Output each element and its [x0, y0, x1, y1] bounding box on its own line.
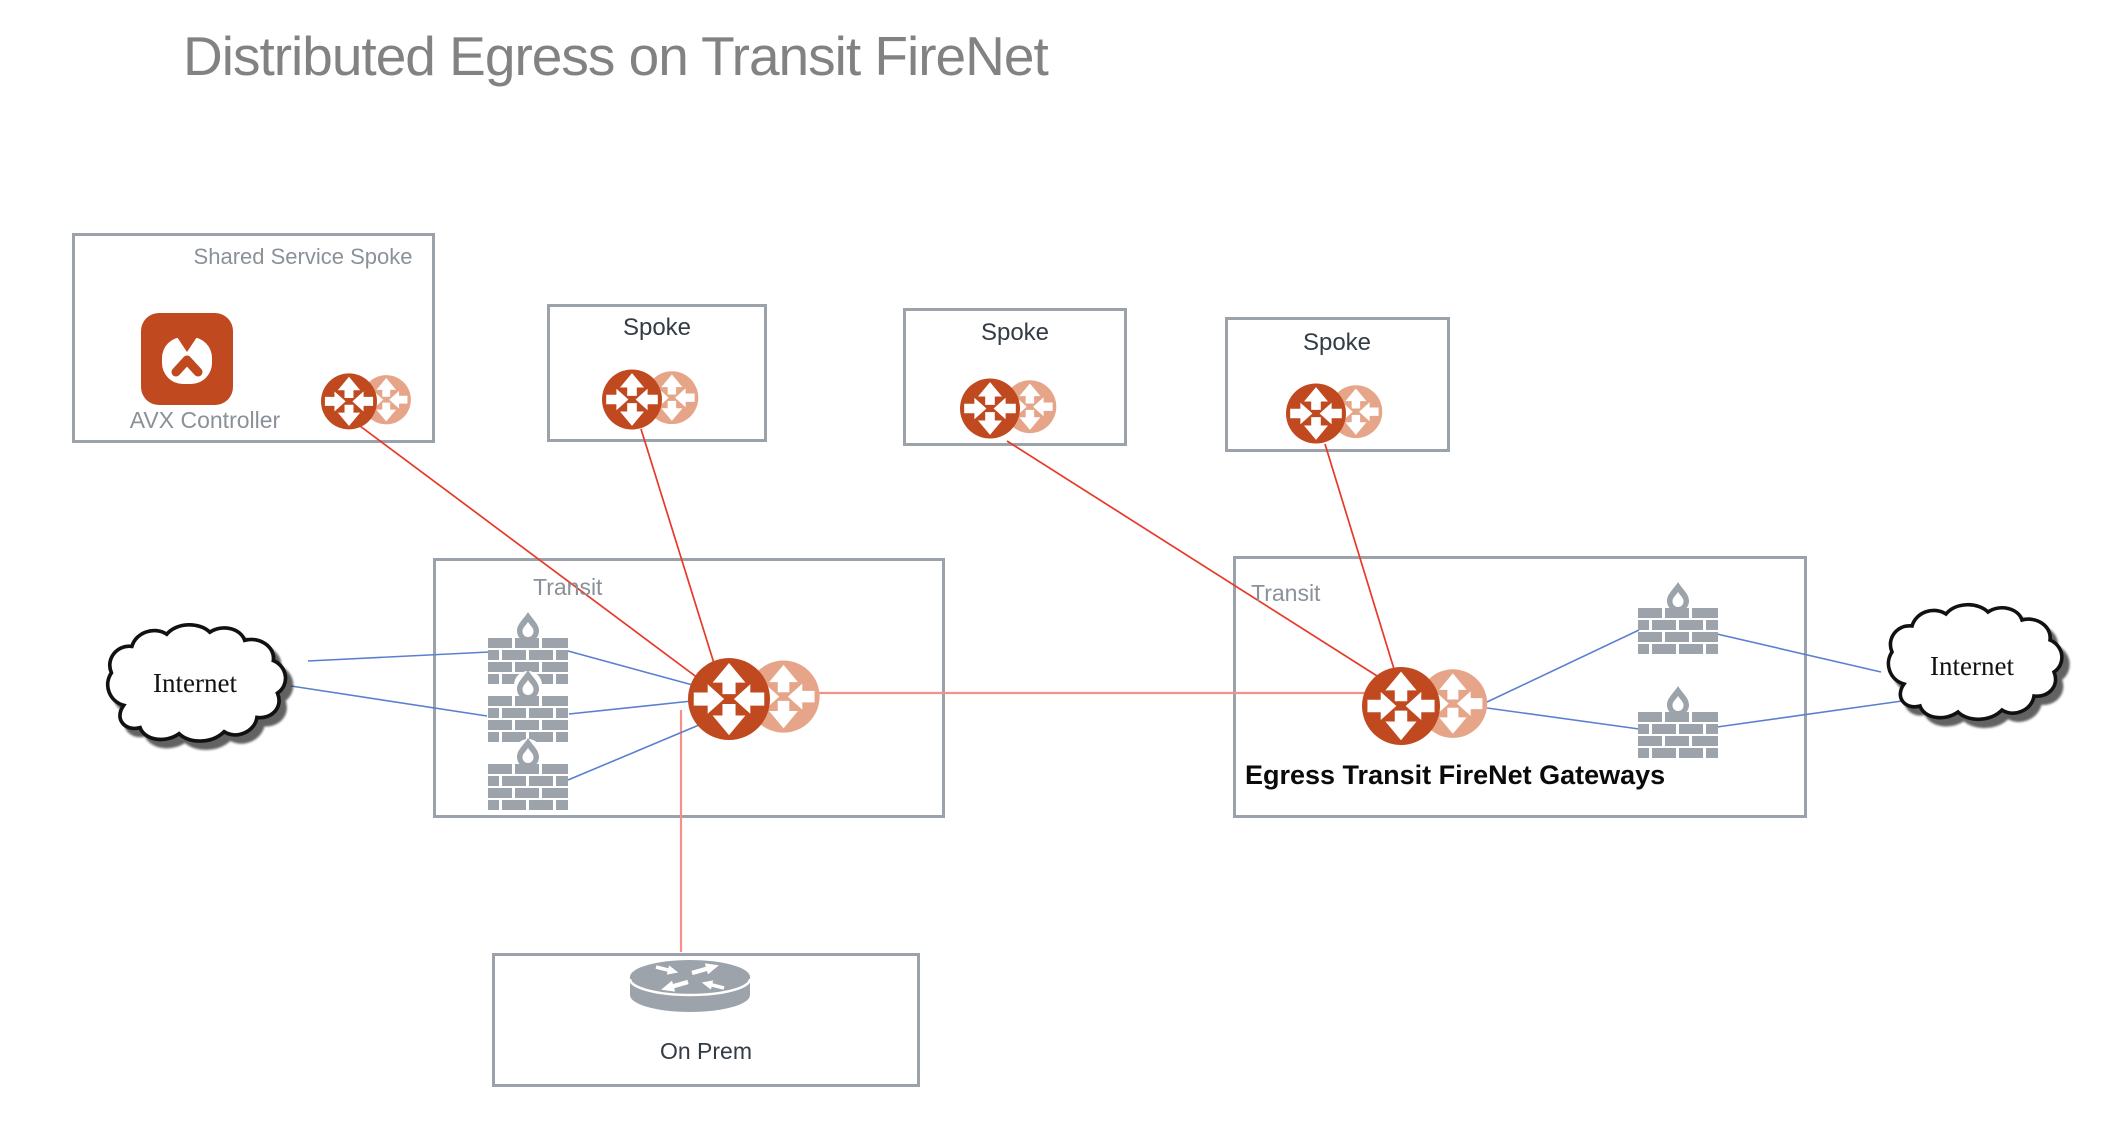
spoke-2-label: Spoke [980, 319, 1050, 346]
gateway-icon [602, 369, 699, 429]
gateway-icon [1362, 666, 1488, 745]
page-title: Distributed Egress on Transit FireNet [183, 25, 1049, 87]
gateway-icon [960, 378, 1057, 438]
firewall-icon [488, 612, 568, 684]
internet-right-label: Internet [1930, 651, 2014, 681]
spoke-3-label: Spoke [1302, 329, 1372, 356]
shared-service-spoke-label: Shared Service Spoke [193, 244, 413, 269]
gateway-icon [1286, 383, 1383, 443]
egress-gateways-label: Egress Transit FireNet Gateways [1245, 760, 1666, 790]
firewall-icon [1638, 686, 1718, 758]
transit-left-label: Transit [533, 574, 603, 600]
gateway-icon [321, 372, 411, 429]
shared-service-spoke-box [72, 233, 435, 443]
avx-controller-icon [141, 313, 233, 405]
firewall-icon [488, 670, 568, 742]
internet-cloud-icon [1886, 602, 2064, 722]
firewall-icon [488, 738, 568, 810]
gateway-icon [688, 657, 820, 740]
transit-right-label: Transit [1251, 580, 1321, 606]
avx-controller-label: AVX Controller [129, 407, 281, 433]
spoke-1-label: Spoke [622, 314, 692, 341]
spoke-1-box [547, 304, 767, 442]
firewall-icon [1638, 582, 1718, 654]
internet-cloud-icon [105, 622, 288, 743]
internet-left-label: Internet [153, 668, 237, 698]
on-prem-label: On Prem [659, 1038, 753, 1064]
router-icon [628, 960, 752, 1012]
